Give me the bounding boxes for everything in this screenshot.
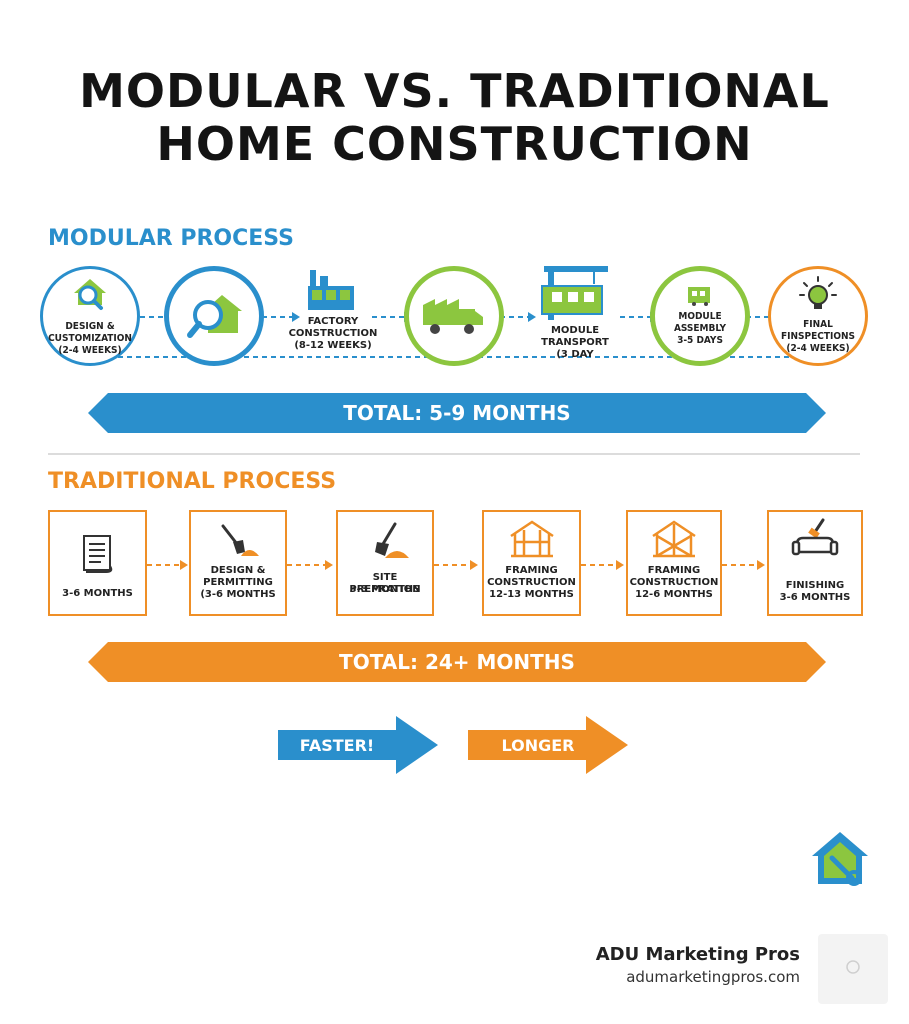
house-wrench-icon bbox=[812, 832, 868, 886]
modular-total-text: TOTAL: 5-9 MONTHS bbox=[343, 401, 571, 425]
modular-total-arrow-shape bbox=[88, 393, 826, 433]
modular-step-transport-line3: (3 DAY bbox=[556, 349, 594, 360]
traditional-step-framing-1-line2: CONSTRUCTION bbox=[487, 577, 576, 588]
faster-arrow: FASTER! bbox=[278, 716, 438, 774]
modular-step-factory-line3: (8-12 WEEKS) bbox=[294, 340, 372, 351]
modular-step-final-line2: FINSPECTIONS bbox=[781, 331, 855, 342]
modular-step-factory-line2: CONSTRUCTION bbox=[288, 328, 378, 339]
roof-truss-icon bbox=[652, 520, 696, 558]
modular-step-review bbox=[164, 266, 264, 366]
traditional-step-framing-1: FRAMING CONSTRUCTION 12-13 MONTHS bbox=[482, 510, 581, 616]
modular-step-final-line3: (2-4 WEEKS) bbox=[786, 343, 850, 354]
shovel-icon bbox=[221, 524, 259, 556]
modular-process-heading: MODULAR PROCESS bbox=[48, 226, 295, 251]
longer-label: LONGER bbox=[501, 735, 575, 755]
modular-step-assembly-line3: 3-5 DAYS bbox=[677, 335, 723, 346]
brand-url[interactable]: adumarketingpros.com bbox=[626, 968, 800, 986]
traditional-total-arrow-shape bbox=[88, 642, 826, 682]
module-icon bbox=[688, 287, 710, 306]
modular-step-assembly-line2: ASSEMBLY bbox=[673, 323, 727, 334]
document-icon bbox=[82, 535, 112, 573]
modular-step-factory-line1: FACTORY bbox=[307, 316, 359, 327]
traditional-step-permitting-line3: (3-6 MONTHS bbox=[200, 589, 276, 600]
traditional-step-finishing-line2: 3-6 MONTHS bbox=[779, 592, 851, 603]
brand-name: ADU Marketing Pros bbox=[595, 944, 800, 965]
longer-arrow-shape bbox=[468, 716, 628, 774]
avatar bbox=[846, 960, 860, 974]
traditional-total-text: TOTAL: 24+ MONTHS bbox=[339, 650, 575, 674]
traditional-step-framing-2-line1: FRAMING bbox=[647, 565, 701, 576]
modular-step-design-line1: DESIGN & bbox=[65, 321, 115, 332]
factory-icon bbox=[308, 270, 354, 310]
section-divider bbox=[48, 453, 860, 455]
modular-step-design-line2: CUSTOMIZATION bbox=[48, 333, 132, 344]
traditional-step-framing-1-line1: FRAMING bbox=[505, 565, 558, 576]
traditional-connectors bbox=[147, 560, 765, 570]
shovel-dirt-icon bbox=[375, 522, 409, 558]
traditional-total-banner: TOTAL: 24+ MONTHS bbox=[88, 642, 826, 682]
traditional-step-finishing-line1: FINISHING bbox=[785, 580, 845, 591]
modular-step-transport-line1: MODULE bbox=[550, 325, 600, 336]
traditional-step-framing-2: FRAMING CONSTRUCTION 12-6 MONTHS bbox=[626, 510, 722, 616]
modular-step-transport-line2: TRANSPORT bbox=[541, 337, 609, 348]
traditional-step-plans-line1: 3-6 MONTHS bbox=[62, 588, 133, 599]
modular-step-final-line1: FINAL bbox=[803, 319, 833, 330]
factory-truck-icon bbox=[423, 299, 483, 334]
modular-total-banner: TOTAL: 5-9 MONTHS bbox=[88, 393, 826, 433]
modular-step-final: FINAL FINSPECTIONS (2-4 WEEKS) bbox=[768, 266, 868, 366]
brand-logo-placeholder bbox=[818, 934, 888, 1004]
lightbulb-icon bbox=[799, 276, 837, 309]
house-magnifier-icon bbox=[74, 279, 106, 310]
traditional-step-permitting: DESIGN & PERMITTING (3-6 MONTHS bbox=[189, 510, 287, 616]
house-magnifier-icon bbox=[187, 295, 242, 338]
traditional-step-framing-2-line2: CONSTRUCTION bbox=[629, 577, 719, 588]
traditional-process-heading: TRADITIONAL PROCESS bbox=[48, 469, 337, 494]
paint-sofa-icon bbox=[791, 518, 839, 556]
longer-arrow: LONGER bbox=[468, 716, 628, 774]
traditional-step-framing-2-line3: 12-6 MONTHS bbox=[635, 589, 713, 600]
traditional-step-site-prep-line2: 3-3 MONTHS bbox=[349, 584, 421, 595]
modular-step-assembly: MODULE ASSEMBLY 3-5 DAYS bbox=[650, 266, 750, 366]
traditional-step-permitting-line1: DESIGN & bbox=[210, 565, 266, 576]
traditional-step-site-prep-line1: SITE PREPRATION bbox=[349, 572, 421, 595]
traditional-step-site-prep: SITE PREPRATION 3-3 MONTHS bbox=[336, 510, 434, 616]
traditional-step-permitting-line2: PERMITTING bbox=[203, 577, 273, 588]
modular-step-design: DESIGN & CUSTOMIZATION (2-4 WEEKS) bbox=[40, 266, 140, 366]
traditional-step-framing-1-line3: 12-13 MONTHS bbox=[489, 589, 574, 600]
modular-step-factory-truck bbox=[404, 266, 504, 366]
modular-step-design-line3: (2-4 WEEKS) bbox=[58, 345, 122, 356]
page-title-line-2: HOME CONSTRUCTION bbox=[156, 117, 753, 171]
traditional-step-plans: 3-6 MONTHS bbox=[48, 510, 147, 616]
crane-icon bbox=[541, 266, 608, 320]
faster-label: FASTER! bbox=[299, 735, 375, 755]
traditional-step-finishing: FINISHING 3-6 MONTHS bbox=[767, 510, 863, 616]
modular-step-assembly-line1: MODULE bbox=[678, 311, 722, 322]
page-title-line-1: MODULAR VS. TRADITIONAL bbox=[79, 64, 830, 118]
house-frame-icon bbox=[509, 520, 554, 558]
faster-arrow-shape bbox=[278, 716, 438, 774]
